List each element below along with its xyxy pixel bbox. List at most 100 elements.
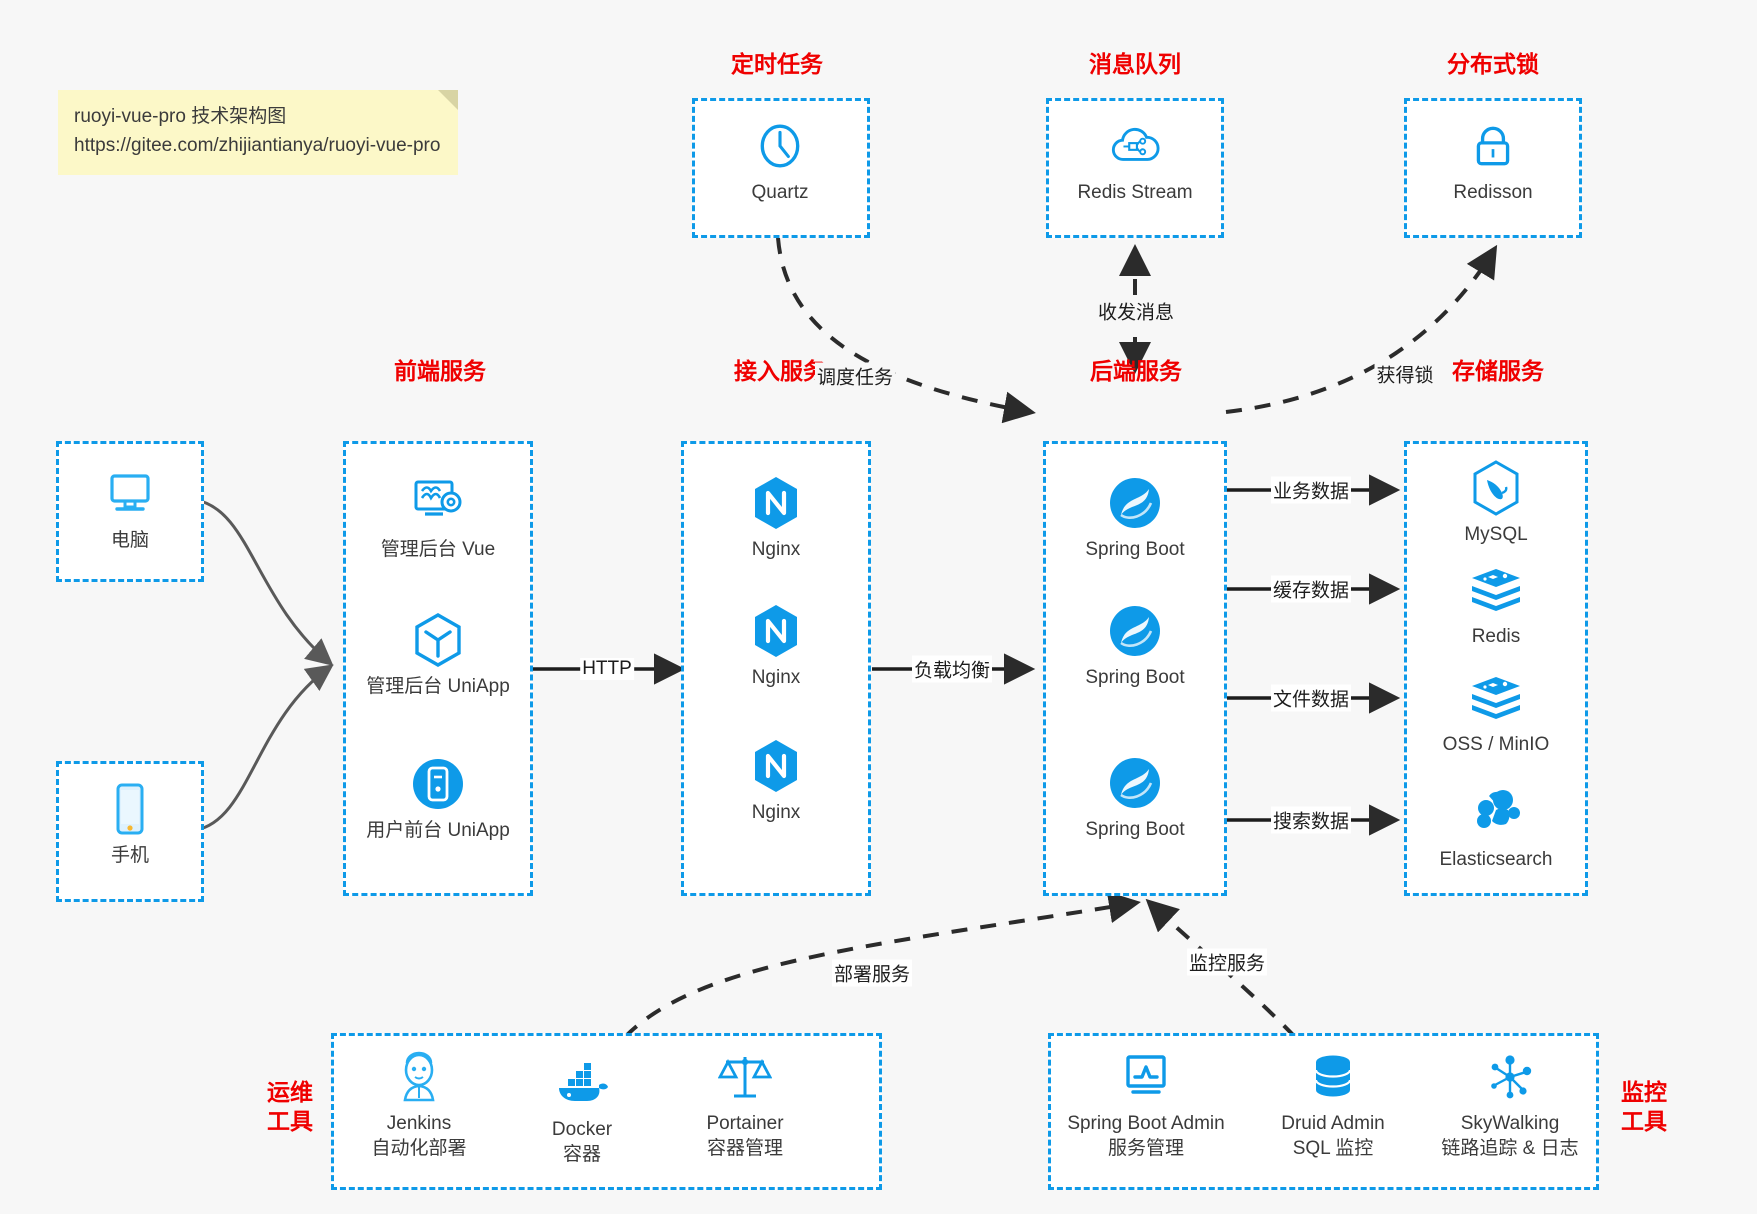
edge-label-send-receive-message: 收发消息 xyxy=(1095,297,1177,325)
edge-label-cache-data: 缓存数据 xyxy=(1270,575,1352,603)
edge-label-schedule-task: 调度任务 xyxy=(814,362,896,390)
edge-label-monitor-service: 监控服务 xyxy=(1186,948,1268,976)
group-scheduled-task[interactable] xyxy=(692,98,870,238)
node-label: Redisson xyxy=(1453,182,1533,203)
nginx-icon xyxy=(748,475,804,531)
cloud-stream-icon xyxy=(1107,118,1163,174)
group-distributed-lock[interactable] xyxy=(1404,98,1582,238)
desktop-icon xyxy=(102,466,158,522)
monitor-chart-icon xyxy=(1118,1049,1174,1105)
mysql-icon xyxy=(1468,460,1524,516)
edge-label-acquire-lock: 获得锁 xyxy=(1374,360,1436,388)
node-redisson[interactable]: Redisson xyxy=(1413,118,1573,206)
node-druid-admin[interactable]: Druid Admin SQL 监控 xyxy=(1243,1049,1423,1161)
nginx-icon xyxy=(748,603,804,659)
node-sublabel: 链路追踪 & 日志 xyxy=(1441,1137,1579,1159)
nginx-icon xyxy=(748,738,804,794)
cube-icon xyxy=(410,612,466,668)
node-docker[interactable]: Docker 容器 xyxy=(502,1055,662,1167)
edge-label-search-data: 搜索数据 xyxy=(1270,806,1352,834)
redis-icon xyxy=(1468,562,1524,618)
node-admin-vue[interactable]: 管理后台 Vue xyxy=(358,475,518,563)
node-label: Elasticsearch xyxy=(1439,849,1553,870)
group-title-backend: 后端服务 xyxy=(1090,358,1182,384)
node-sublabel: 容器管理 xyxy=(706,1137,783,1159)
edge-label-http: HTTP xyxy=(580,658,634,680)
skywalking-icon xyxy=(1482,1049,1538,1105)
node-portainer[interactable]: Portainer 容器管理 xyxy=(665,1049,825,1161)
group-client-desktop[interactable] xyxy=(56,441,204,582)
node-spring-boot-3[interactable]: Spring Boot xyxy=(1055,755,1215,843)
node-label: SkyWalking xyxy=(1460,1113,1560,1134)
node-label: Portainer xyxy=(706,1113,784,1134)
node-mobile[interactable]: 手机 xyxy=(50,781,210,869)
node-label: Jenkins xyxy=(386,1113,452,1134)
scales-icon xyxy=(717,1049,773,1105)
edge-label-load-balance: 负载均衡 xyxy=(911,655,993,683)
node-sublabel: 自动化部署 xyxy=(371,1137,467,1159)
node-label: Quartz xyxy=(751,182,809,203)
node-label: Nginx xyxy=(751,539,801,560)
node-label: OSS / MinIO xyxy=(1442,734,1550,755)
group-title-devops: 运维 工具 xyxy=(255,1078,325,1136)
group-message-queue[interactable] xyxy=(1046,98,1224,238)
node-label: Druid Admin xyxy=(1281,1113,1385,1134)
phone-circle-icon xyxy=(410,756,466,812)
group-title-frontend: 前端服务 xyxy=(394,358,486,384)
node-nginx-1[interactable]: Nginx xyxy=(696,475,856,563)
node-label: Nginx xyxy=(751,802,801,823)
node-label: 管理后台 UniApp xyxy=(366,676,510,697)
group-title-distributed-lock: 分布式锁 xyxy=(1447,51,1539,77)
node-label: 用户前台 UniApp xyxy=(366,820,510,841)
group-title-gateway: 接入服务 xyxy=(734,358,826,384)
group-title-storage: 存储服务 xyxy=(1452,358,1544,384)
clock-icon xyxy=(752,118,808,174)
node-label: Docker xyxy=(551,1119,613,1140)
monitoring-title-line-1: 监控 xyxy=(1621,1079,1667,1105)
database-icon xyxy=(1305,1049,1361,1105)
spring-boot-icon xyxy=(1107,475,1163,531)
spring-boot-icon xyxy=(1107,755,1163,811)
node-label: Spring Boot xyxy=(1085,667,1185,688)
node-spring-boot-2[interactable]: Spring Boot xyxy=(1055,603,1215,691)
node-redis[interactable]: Redis xyxy=(1416,562,1576,650)
group-devops[interactable] xyxy=(331,1033,882,1190)
node-label: Spring Boot xyxy=(1085,819,1185,840)
node-label: Spring Boot Admin xyxy=(1067,1113,1225,1134)
node-nginx-2[interactable]: Nginx xyxy=(696,603,856,691)
node-redis-stream[interactable]: Redis Stream xyxy=(1055,118,1215,206)
node-sublabel: 容器 xyxy=(562,1143,601,1165)
node-label: 手机 xyxy=(110,845,149,866)
note-fold-corner xyxy=(438,90,458,110)
devops-title-line-2: 工具 xyxy=(267,1107,313,1134)
monitoring-title-line-2: 工具 xyxy=(1621,1107,1667,1134)
note-title: ruoyi-vue-pro 技术架构图 xyxy=(74,106,287,127)
node-nginx-3[interactable]: Nginx xyxy=(696,738,856,826)
node-mysql[interactable]: MySQL xyxy=(1416,460,1576,548)
node-skywalking[interactable]: SkyWalking 链路追踪 & 日志 xyxy=(1420,1049,1600,1161)
node-elasticsearch[interactable]: Elasticsearch xyxy=(1416,785,1576,873)
node-quartz[interactable]: Quartz xyxy=(700,118,860,206)
node-label: Redis Stream xyxy=(1077,182,1193,203)
node-oss-minio[interactable]: OSS / MinIO xyxy=(1416,670,1576,758)
spring-boot-icon xyxy=(1107,603,1163,659)
node-sublabel: 服务管理 xyxy=(1107,1137,1184,1159)
node-jenkins[interactable]: Jenkins 自动化部署 xyxy=(339,1049,499,1161)
group-frontend[interactable] xyxy=(343,441,533,896)
node-spring-boot-admin[interactable]: Spring Boot Admin 服务管理 xyxy=(1046,1049,1246,1161)
node-label: Spring Boot xyxy=(1085,539,1185,560)
elasticsearch-icon xyxy=(1468,785,1524,841)
docker-icon xyxy=(554,1055,610,1111)
mobile-icon xyxy=(102,781,158,837)
node-label: MySQL xyxy=(1464,524,1528,545)
edge-label-business-data: 业务数据 xyxy=(1270,476,1352,504)
node-desktop[interactable]: 电脑 xyxy=(50,466,210,554)
node-admin-uniapp[interactable]: 管理后台 UniApp xyxy=(358,612,518,700)
devops-title-line-1: 运维 xyxy=(267,1079,313,1105)
edge-label-file-data: 文件数据 xyxy=(1270,684,1352,712)
oss-icon xyxy=(1468,670,1524,726)
node-user-uniapp[interactable]: 用户前台 UniApp xyxy=(358,756,518,844)
node-spring-boot-1[interactable]: Spring Boot xyxy=(1055,475,1215,563)
node-label: Nginx xyxy=(751,667,801,688)
